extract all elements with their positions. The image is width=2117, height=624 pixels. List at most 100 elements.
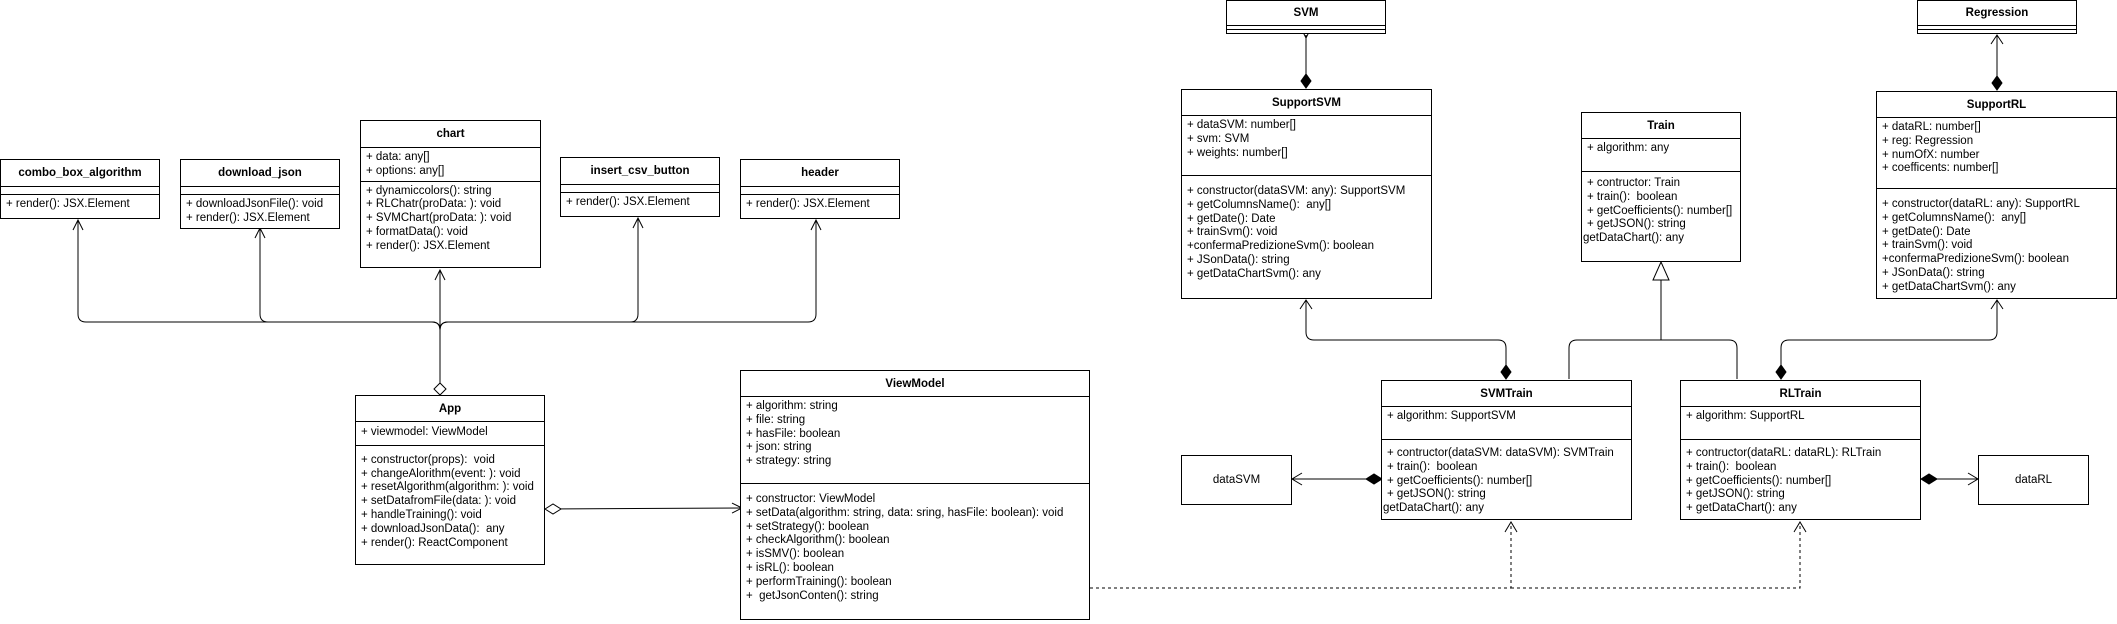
svm-composition-diamond: [1300, 73, 1312, 89]
class-svm: SVM: [1226, 0, 1386, 34]
attribute: + reg: Regression: [1882, 134, 1974, 147]
methods-section: + render(): JSX.Element: [1, 195, 159, 214]
attributes-section: [1918, 26, 2076, 30]
method: + resetAlgorithm(algorithm: ): void: [361, 481, 534, 494]
methods-section: + constructor(dataRL: any): SupportRL + …: [1877, 189, 2116, 297]
attribute: + coefficents: number[]: [1882, 162, 1999, 175]
attributes-section: [741, 187, 899, 195]
method: + setDatafromFile(data: ): void: [361, 495, 516, 508]
method: + contructor(dataRL: dataRL): RLTrain: [1686, 447, 1882, 459]
class-insert-csv-button: insert_csv_button + render(): JSX.Elemen…: [560, 157, 720, 217]
svmtrain-dependency-arrowhead: [1504, 521, 1518, 533]
method: + SVMChart(proData: ): void: [366, 212, 512, 225]
method: + getCoefficients(): number[]: [1387, 474, 1533, 487]
method: + getDataChartSvm(): any: [1187, 267, 1321, 280]
method: + checkAlgorithm(): boolean: [746, 534, 890, 547]
class-svmtrain: SVMTrain + algorithm: SupportSVM + contr…: [1381, 380, 1632, 520]
method: getDataChart(): any: [1583, 232, 1684, 245]
class-chart: chart + data: any[] + options: any[] + d…: [360, 120, 541, 268]
rltrain-composition-diamond: [1775, 364, 1787, 380]
method: + contructor: Train: [1587, 177, 1680, 189]
class-combo-box-algorithm: combo_box_algorithm + render(): JSX.Elem…: [0, 159, 160, 219]
method: + isRL(): boolean: [746, 561, 834, 574]
class-title: combo_box_algorithm: [1, 160, 159, 187]
supportsvm-arrowhead: [1299, 299, 1313, 310]
attributes-section: + dataRL: number[] + reg: Regression + n…: [1877, 118, 2116, 189]
supportrl-arrowhead: [1990, 299, 2004, 310]
class-regression: Regression: [1917, 0, 2077, 34]
method: + train(): boolean: [1686, 460, 1777, 473]
methods-section: + constructor(dataSVM: any): SupportSVM …: [1182, 176, 1431, 284]
method: + getJSON(): string: [1387, 488, 1486, 501]
attributes-section: [561, 185, 719, 193]
datarl-composition-diamond: [1920, 473, 1938, 485]
methods-section: + render(): JSX.Element: [561, 193, 719, 212]
attributes-section: + data: any[] + options: any[]: [361, 148, 540, 182]
attribute: + options: any[]: [366, 164, 445, 177]
method: +confermaPredizioneSvm(): boolean: [1187, 240, 1374, 253]
methods-section: [1918, 30, 2076, 33]
class-title: ViewModel: [741, 371, 1089, 397]
edge-app-header: [439, 220, 816, 331]
box-label: dataSVM: [1212, 474, 1261, 486]
methods-section: + dynamiccolors(): string + RLChatr(proD…: [361, 182, 540, 256]
edge-app-viewmodel: [544, 508, 742, 509]
attribute: + dataRL: number[]: [1882, 121, 1981, 133]
method: + trainSvm(): void: [1187, 226, 1278, 239]
class-title: SVM: [1227, 1, 1385, 26]
class-supportsvm: SupportSVM + dataSVM: number[] + svm: SV…: [1181, 89, 1432, 299]
method: getDataChart(): any: [1383, 502, 1484, 515]
app-viewmodel-diamond: [544, 503, 562, 515]
method: + render(): ReactComponent: [361, 536, 508, 549]
class-title: download_json: [181, 160, 339, 187]
method: + getCoefficients(): number[]: [1587, 204, 1733, 217]
method: + getCoefficients(): number[]: [1686, 474, 1832, 487]
method: + constructor: ViewModel: [746, 493, 876, 505]
class-supportrl: SupportRL + dataRL: number[] + reg: Regr…: [1876, 91, 2117, 299]
class-download-json: download_json + downloadJsonFile(): void…: [180, 159, 340, 229]
method: + JSonData(): string: [1187, 253, 1290, 266]
class-title: SVMTrain: [1382, 381, 1631, 407]
method: + changeAlorithm(event: ): void: [361, 467, 521, 480]
method: + render(): JSX.Element: [6, 198, 130, 210]
method: + constructor(dataRL: any): SupportRL: [1882, 198, 2080, 210]
method: + getDate(): Date: [1187, 212, 1276, 225]
method: + isSMV(): boolean: [746, 548, 845, 561]
methods-section: + render(): JSX.Element: [741, 195, 899, 214]
class-header: header + render(): JSX.Element: [740, 159, 900, 219]
method: + constructor(dataSVM: any): SupportSVM: [1187, 185, 1406, 197]
attribute: + weights: number[]: [1187, 146, 1288, 159]
viewmodel-dependency-edges: [1090, 523, 1801, 589]
method: + setData(algorithm: string, data: sring…: [746, 506, 1064, 519]
method: + formatData(): void: [366, 225, 468, 238]
method: + contructor(dataSVM: dataSVM): SVMTrain: [1387, 447, 1614, 459]
method: +confermaPredizioneSvm(): boolean: [1882, 253, 2069, 266]
attribute: + algorithm: string: [746, 400, 838, 412]
methods-section: + contructor(dataSVM: dataSVM): SVMTrain…: [1382, 440, 1631, 518]
method: + downloadJsonFile(): void: [186, 198, 324, 210]
methods-section: [1227, 30, 1385, 33]
method: + getColumnsName(): any[]: [1187, 198, 1332, 211]
generalization-edges: [1568, 280, 1738, 379]
attributes-section: [181, 187, 339, 195]
class-train: Train + algorithm: any + contructor: Tra…: [1581, 112, 1741, 262]
class-app: App + viewmodel: ViewModel + constructor…: [355, 395, 545, 565]
edge-rltrain-supportrl: [1780, 300, 1998, 379]
method: + dynamiccolors(): string: [366, 184, 492, 197]
attribute: + algorithm: SupportRL: [1686, 410, 1805, 422]
attribute: + algorithm: SupportSVM: [1387, 410, 1516, 422]
class-title: header: [741, 160, 899, 187]
attributes-section: [1227, 26, 1385, 30]
edge-app-download: [260, 228, 441, 331]
method: + constructor(props): void: [361, 453, 495, 466]
method: + render(): JSX.Element: [566, 196, 690, 208]
class-rltrain: RLTrain + algorithm: SupportRL + contruc…: [1680, 380, 1921, 520]
attribute: + dataSVM: number[]: [1187, 119, 1296, 131]
method: + JSonData(): string: [1882, 266, 1985, 279]
box-datasvm: dataSVM: [1181, 455, 1292, 505]
attribute: + file: string: [746, 413, 806, 426]
attribute: + algorithm: any: [1587, 142, 1670, 154]
class-title: SupportSVM: [1182, 90, 1431, 116]
svmtrain-composition-diamond: [1500, 364, 1512, 380]
